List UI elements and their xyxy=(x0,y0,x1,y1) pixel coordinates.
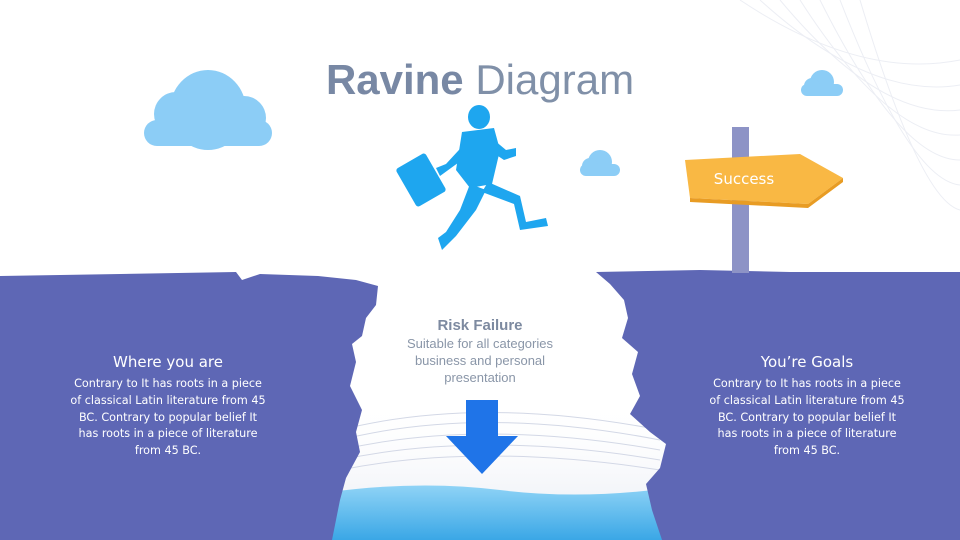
ravine-water xyxy=(330,400,670,540)
sign-label: Success xyxy=(713,170,775,188)
right-heading: You’re Goals xyxy=(760,353,854,371)
left-text-block: Where you are Contrary to It has roots i… xyxy=(68,352,268,460)
cloud-icon xyxy=(144,70,272,150)
center-text-block: Risk Failure Suitable for all categories… xyxy=(390,317,570,386)
right-cliff xyxy=(596,270,960,540)
background-lines xyxy=(739,0,960,211)
left-heading: Where you are xyxy=(113,353,223,371)
cloud-icon xyxy=(580,150,620,176)
center-heading: Risk Failure xyxy=(437,317,523,334)
jumping-businessman-icon xyxy=(396,105,548,250)
center-body: Suitable for all categories business and… xyxy=(407,336,553,385)
right-body: Contrary to It has roots in a piece of c… xyxy=(709,377,905,458)
title-bold: Ravine xyxy=(325,56,464,103)
signpost-icon xyxy=(685,127,843,273)
page-title: Ravine Diagram xyxy=(0,56,960,104)
cloud-icon xyxy=(801,70,843,96)
left-cliff xyxy=(0,272,378,540)
title-rest: Diagram xyxy=(475,56,635,103)
right-text-block: You’re Goals Contrary to It has roots in… xyxy=(707,352,907,460)
left-body: Contrary to It has roots in a piece of c… xyxy=(70,377,266,458)
down-arrow-icon xyxy=(446,400,518,474)
